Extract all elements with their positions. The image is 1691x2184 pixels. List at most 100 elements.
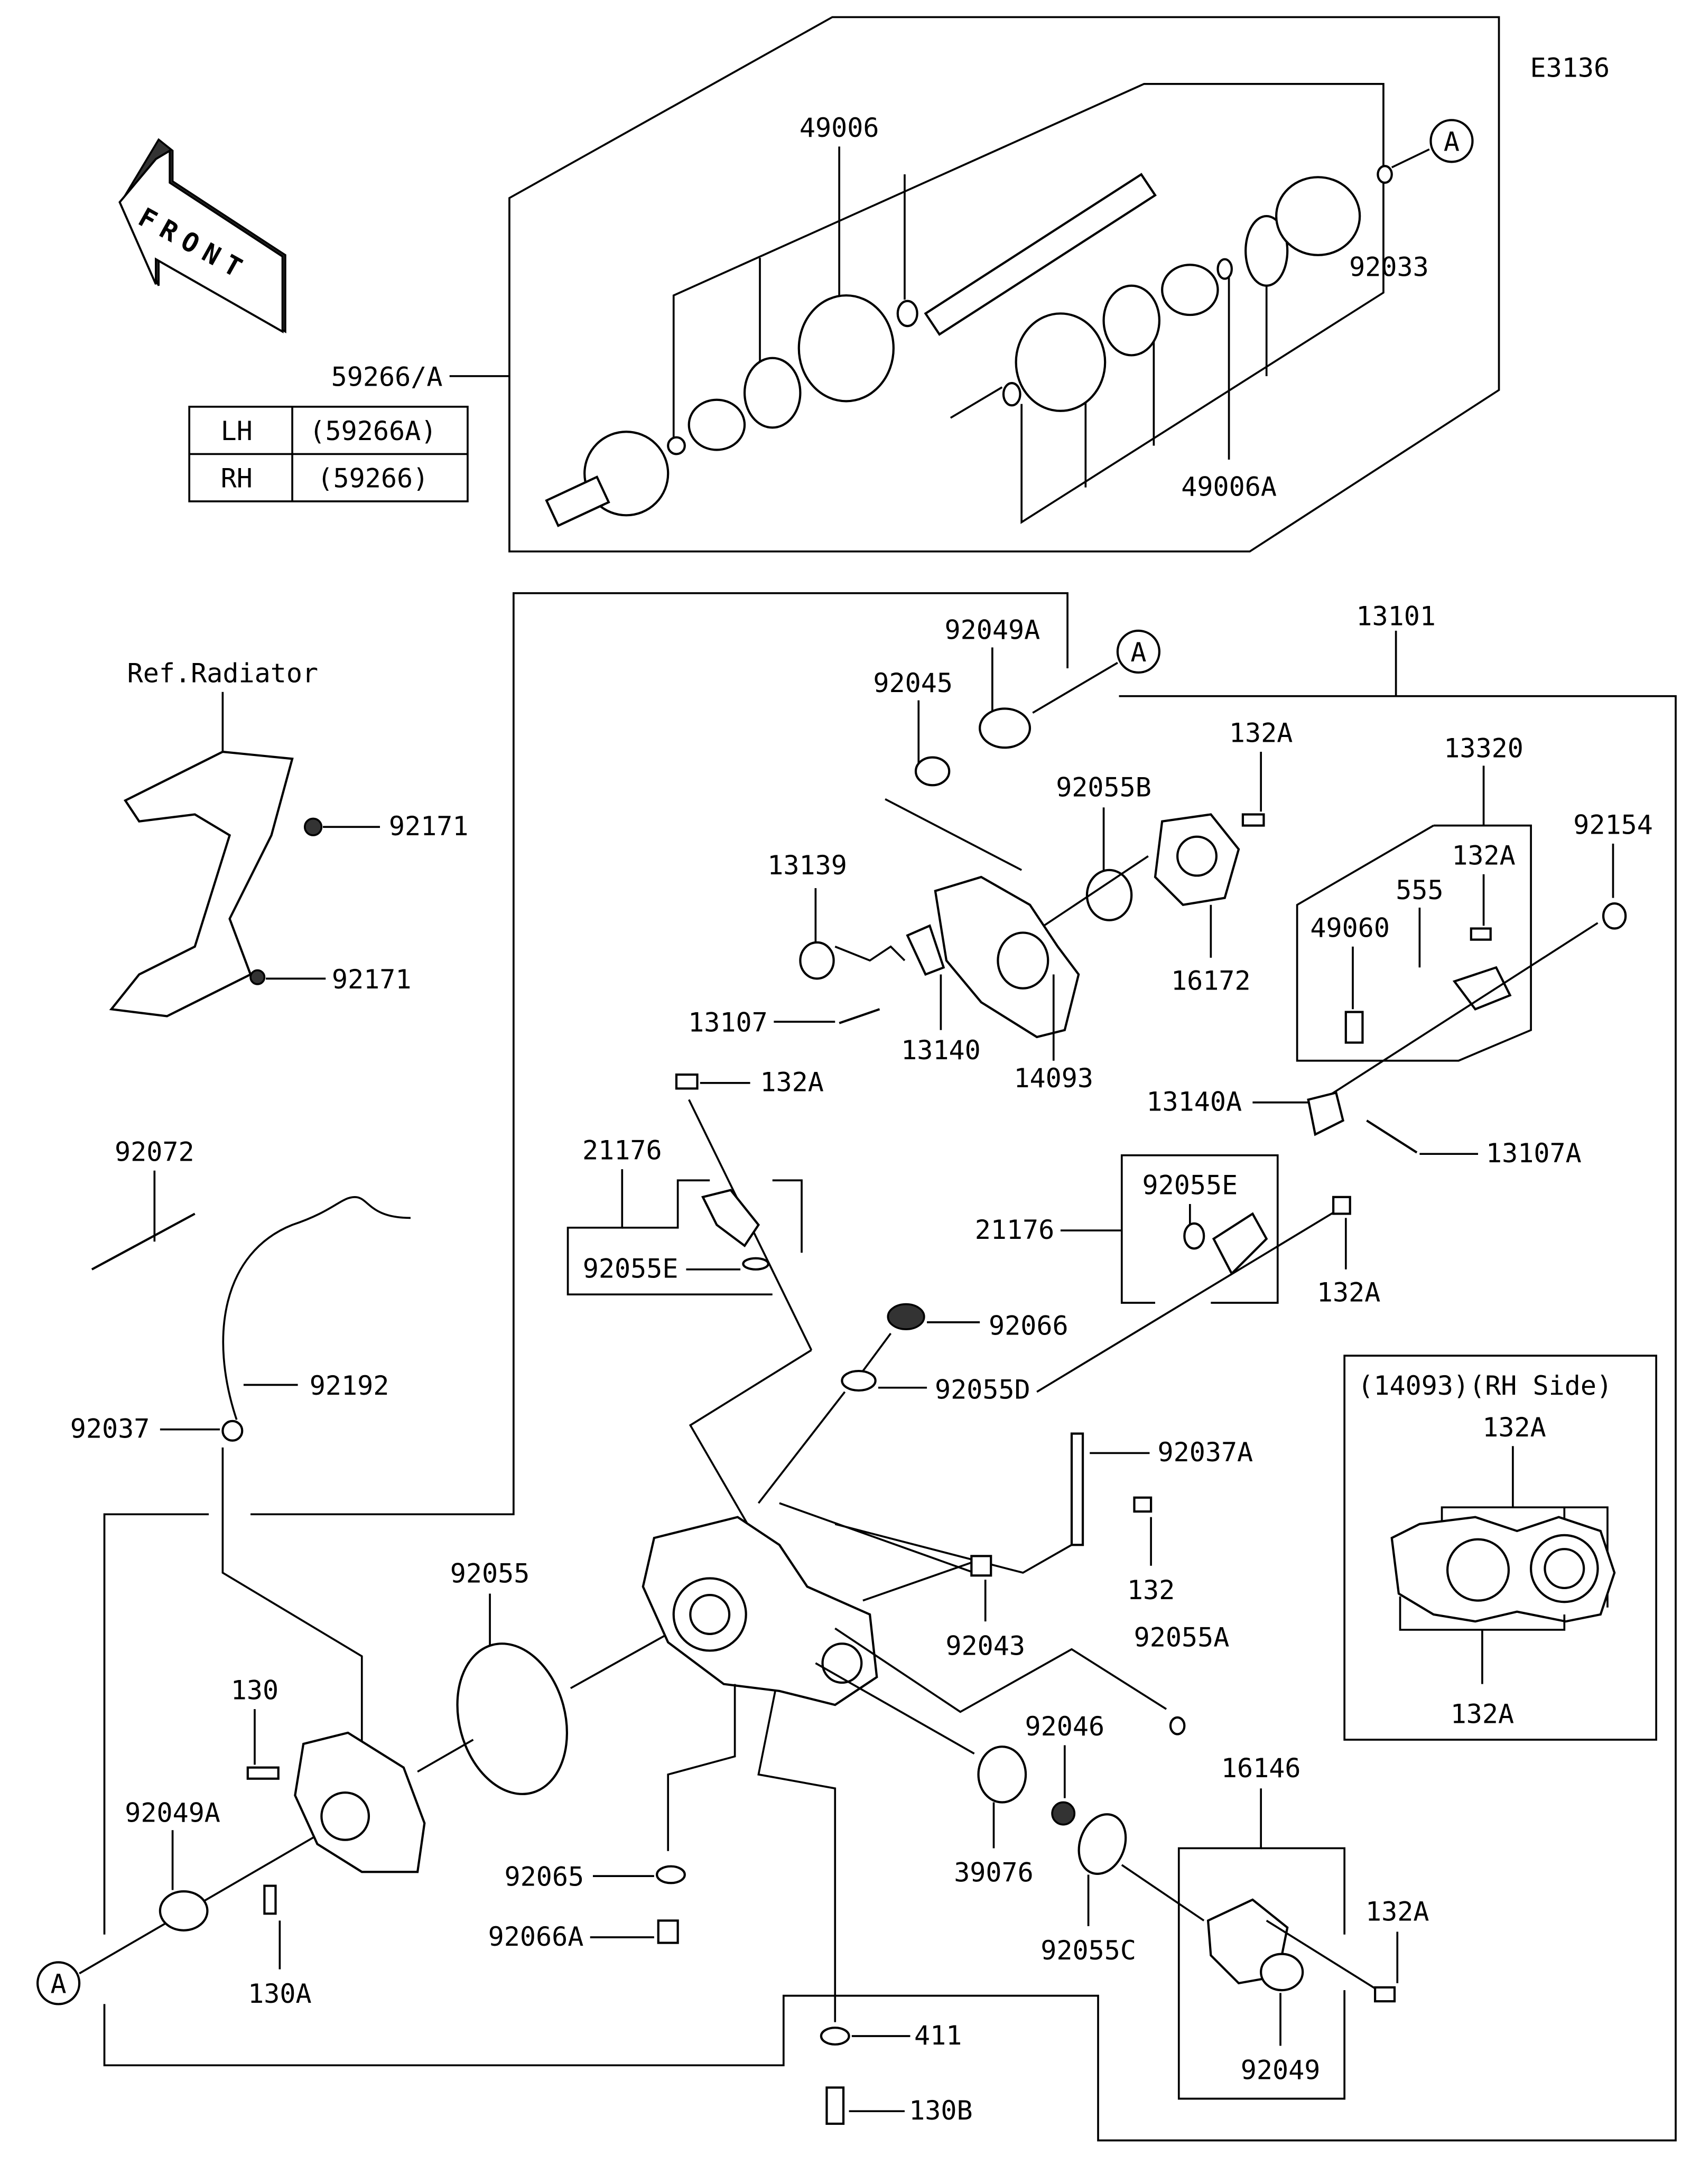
fork-13140: [906, 924, 945, 976]
label-92055A[interactable]: 92055A: [1134, 1622, 1230, 1653]
label-92055D[interactable]: 92055D: [935, 1375, 1030, 1405]
label-130[interactable]: 130: [231, 1675, 278, 1706]
label-132A[interactable]: 132A: [1365, 1896, 1429, 1927]
variant-table: LH (59266A) RH (59266): [188, 406, 469, 502]
clamp-92072: [91, 1212, 196, 1271]
label-411[interactable]: 411: [914, 2020, 962, 2051]
label-132A[interactable]: 132A: [1229, 718, 1293, 749]
front-arrow-icon: FRONT: [118, 138, 286, 334]
label-13107[interactable]: 13107: [688, 1007, 768, 1038]
label-21176[interactable]: 21176: [582, 1135, 662, 1166]
label-92055E[interactable]: 92055E: [1142, 1170, 1238, 1201]
bolt-132A: [1332, 1196, 1351, 1215]
label-132A[interactable]: 132A: [760, 1067, 824, 1098]
callout-59266: 59266/A: [331, 361, 443, 392]
label-92066[interactable]: 92066: [989, 1311, 1069, 1341]
oring-92055: [456, 1642, 569, 1795]
seal-92045: [914, 756, 951, 787]
label-16146[interactable]: 16146: [1221, 1753, 1301, 1784]
spring-49060: [1344, 1011, 1364, 1044]
label-92066A[interactable]: 92066A: [488, 1921, 584, 1952]
table-cell: LH: [221, 416, 253, 446]
bolt-132A: [1470, 927, 1492, 941]
hose-92192: [222, 1196, 411, 1420]
label-92045[interactable]: 92045: [873, 668, 953, 698]
label-39076[interactable]: 39076: [954, 1858, 1034, 1888]
label-13107A[interactable]: 13107A: [1486, 1138, 1582, 1169]
radiator-bracket: [109, 750, 294, 1018]
label-21176[interactable]: 21176: [975, 1215, 1055, 1245]
sensor-21176: [1212, 1212, 1268, 1276]
label-13320[interactable]: 13320: [1444, 733, 1523, 764]
label-92055E[interactable]: 92055E: [583, 1254, 679, 1284]
oring-92055D: [841, 1369, 877, 1392]
label-14093[interactable]: 14093: [1014, 1063, 1093, 1094]
seal-92049: [1260, 1953, 1304, 1992]
label-13139[interactable]: 13139: [767, 850, 847, 881]
label-92049A[interactable]: 92049A: [125, 1797, 220, 1828]
svg-text:A: A: [1130, 637, 1146, 668]
label-13140[interactable]: 13140: [901, 1035, 981, 1066]
bolt-130A: [263, 1884, 277, 1915]
label-92055[interactable]: 92055: [450, 1558, 530, 1589]
differential-housing: [642, 1516, 878, 1706]
table-cell: (59266): [317, 463, 429, 494]
label-92171[interactable]: 92171: [389, 811, 469, 842]
table-cell: (59266A): [309, 416, 436, 446]
label-92171[interactable]: 92171: [332, 964, 412, 995]
clamp-92037: [221, 1420, 244, 1442]
oring-92055E: [1183, 1222, 1205, 1250]
label-92192[interactable]: 92192: [310, 1370, 389, 1401]
drive-shaft-frame: [508, 16, 1500, 553]
label-130B[interactable]: 130B: [909, 2095, 973, 2126]
label-132A[interactable]: 132A: [1317, 1277, 1380, 1308]
table-cell: RH: [221, 463, 253, 494]
bolt-92154: [1602, 902, 1627, 930]
svg-text:A: A: [1444, 126, 1460, 157]
cap-92066: [887, 1303, 925, 1330]
label-132A[interactable]: 132A: [1482, 1412, 1546, 1443]
seal-92049A: [979, 707, 1032, 749]
bolt-130B: [825, 2086, 845, 2125]
label-49006[interactable]: 49006: [800, 113, 879, 143]
bolt-132A: [675, 1073, 699, 1090]
washer-92065: [656, 1865, 686, 1884]
label-92037[interactable]: 92037: [70, 1413, 150, 1444]
label-92049[interactable]: 92049: [1241, 2055, 1321, 2086]
label-49006A[interactable]: 49006A: [1181, 471, 1277, 502]
label-132A[interactable]: 132A: [1451, 1698, 1515, 1729]
label-132A[interactable]: 132A: [1452, 840, 1516, 871]
label-13140A[interactable]: 13140A: [1146, 1087, 1242, 1117]
inset-title: (14093)(RH Side): [1358, 1370, 1612, 1401]
plug-92066A: [657, 1919, 679, 1944]
label-92046[interactable]: 92046: [1025, 1711, 1105, 1742]
label-555[interactable]: 555: [1396, 875, 1443, 906]
label-92049A[interactable]: 92049A: [944, 615, 1040, 646]
coupling-39076: [977, 1746, 1027, 1804]
label-92065[interactable]: 92065: [504, 1862, 584, 1892]
label-92154[interactable]: 92154: [1573, 809, 1653, 840]
label-92055B[interactable]: 92055B: [1056, 772, 1151, 802]
rh-side-inset: [1343, 1355, 1657, 1741]
label-132[interactable]: 132: [1127, 1575, 1175, 1606]
bolt-132: [1133, 1496, 1153, 1513]
label-92037A[interactable]: 92037A: [1157, 1437, 1253, 1468]
sensor-21176: [701, 1189, 760, 1248]
drive-shaft-parts: [545, 165, 1393, 527]
svg-text:A: A: [51, 1968, 67, 1999]
label-92033[interactable]: 92033: [1349, 251, 1429, 282]
label-16172[interactable]: 16172: [1171, 965, 1251, 996]
label-92055C[interactable]: 92055C: [1040, 1935, 1136, 1966]
diagram-code: E3136: [1530, 53, 1610, 83]
label-92072[interactable]: 92072: [115, 1136, 194, 1167]
label-49060[interactable]: 49060: [1310, 912, 1390, 943]
plug-92043: [970, 1555, 992, 1577]
label-92043[interactable]: 92043: [945, 1630, 1025, 1661]
seal-92049A: [159, 1890, 209, 1931]
label-130A[interactable]: 130A: [248, 1978, 312, 2009]
ref-radiator-label: Ref.Radiator: [127, 658, 318, 688]
bolt-130: [246, 1766, 280, 1780]
bearing-92046: [1051, 1801, 1076, 1826]
label-13101[interactable]: 13101: [1356, 601, 1436, 631]
oring-92055A: [1169, 1716, 1186, 1735]
